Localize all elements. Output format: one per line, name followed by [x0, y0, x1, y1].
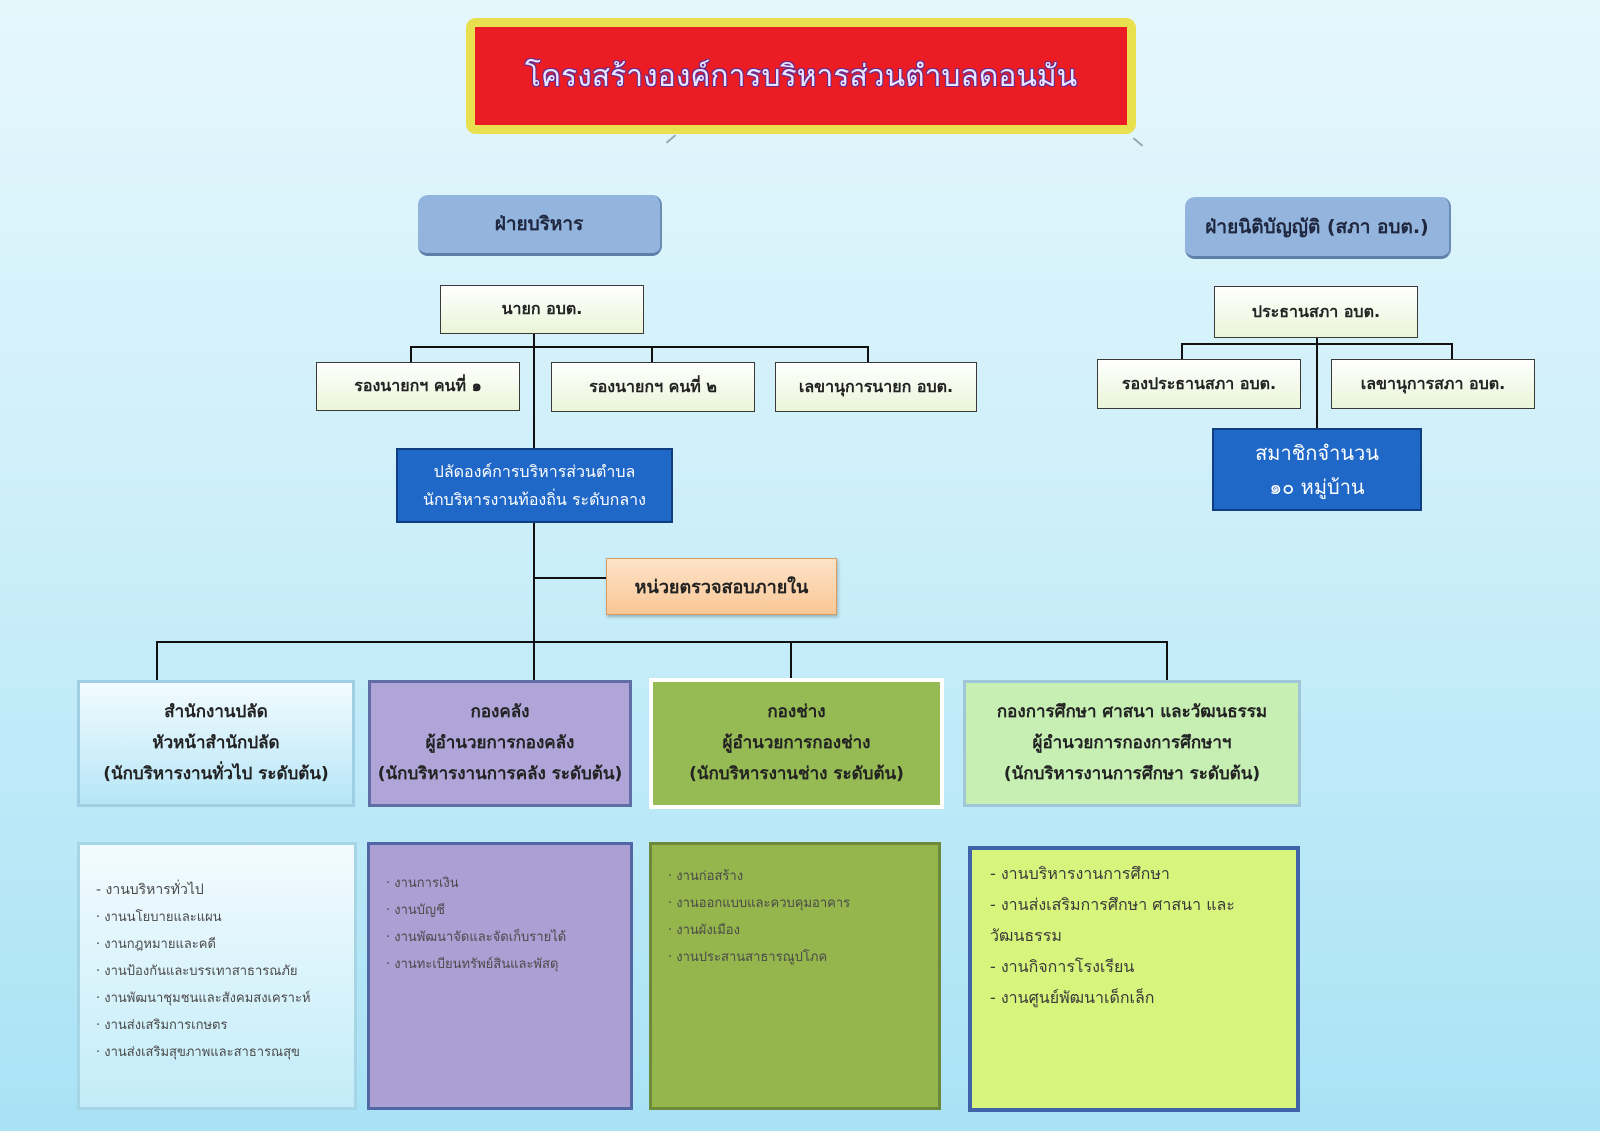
department-office-of-palad: สำนักงานปลัด หัวหน้าสำนักปลัด (นักบริหาร… — [77, 680, 355, 807]
palad-box: ปลัดองค์การบริหารส่วนตำบล นักบริหารงานท้… — [396, 448, 673, 523]
list-item: · งานบัญชี — [386, 903, 445, 918]
list-item: · งานป้องกันและบรรเทาสาธารณภัย — [96, 964, 298, 979]
list-item: · งานทะเบียนทรัพย์สินและพัสดุ — [386, 957, 559, 972]
deputy-mayor-2-box: รองนายกฯ คนที่ ๒ — [551, 362, 755, 412]
department-rank: (นักบริหารงานทั่วไป ระดับต้น) — [103, 764, 329, 784]
connector — [1181, 343, 1453, 345]
list-item: - งานศูนย์พัฒนาเด็กเล็ก — [990, 988, 1155, 1007]
list-item: · งานกฎหมายและคดี — [96, 937, 216, 952]
department-engineering: กองช่าง ผู้อำนวยการกองช่าง (นักบริหารงาน… — [649, 678, 944, 809]
list-item: · งานนโยบายและแผน — [96, 910, 222, 925]
connector — [533, 334, 535, 448]
title-decor-left — [665, 134, 677, 144]
list-item: - งานบริหารทั่วไป — [96, 882, 204, 898]
list-item: - งานส่งเสริมการศึกษา ศาสนา และ — [990, 895, 1235, 914]
department-head: ผู้อำนวยการกองการศึกษาฯ — [1032, 733, 1232, 753]
department-name: สำนักงานปลัด — [164, 702, 268, 722]
list-item: - งานบริหารงานการศึกษา — [990, 864, 1170, 883]
tasks-office-of-palad: - งานบริหารทั่วไป · งานนโยบายและแผน · งา… — [77, 842, 357, 1110]
department-rank: (นักบริหารงานช่าง ระดับต้น) — [689, 764, 904, 784]
list-item: · งานส่งเสริมสุขภาพและสาธารณสุข — [96, 1045, 300, 1060]
department-education: กองการศึกษา ศาสนา และวัฒนธรรม ผู้อำนวยกา… — [963, 680, 1301, 807]
connector — [1181, 343, 1183, 359]
members-count: ๑๐ หมู่บ้าน — [1269, 474, 1365, 499]
list-item: วัฒนธรรม — [990, 926, 1062, 945]
connector — [790, 641, 792, 680]
list-item: · งานผังเมือง — [668, 923, 740, 938]
department-rank: (นักบริหารงานการศึกษา ระดับต้น) — [1003, 764, 1261, 784]
mayor-box: นายก อบต. — [440, 285, 644, 334]
palad-rank: นักบริหารงานท้องถิ่น ระดับกลาง — [423, 489, 646, 509]
list-item: · งานประสานสาธารณูปโภค — [668, 950, 828, 965]
list-item: · งานพัฒนาจัดและจัดเก็บรายได้ — [386, 930, 567, 945]
tasks-education: - งานบริหารงานการศึกษา - งานส่งเสริมการศ… — [968, 846, 1300, 1112]
connector — [533, 523, 535, 686]
council-secretary-box: เลขานุการสภา อบต. — [1331, 359, 1535, 409]
department-name: กองคลัง — [470, 702, 530, 722]
connector — [1316, 338, 1318, 428]
connector — [410, 346, 412, 362]
mayor-secretary-box: เลขานุการนายก อบต. — [775, 362, 977, 412]
title-decor-right — [1132, 137, 1144, 147]
department-head: ผู้อำนวยการกองช่าง — [722, 733, 871, 753]
connector — [156, 641, 158, 680]
department-name: กองช่าง — [767, 702, 826, 722]
legislative-branch-header: ฝ่ายนิติบัญญัติ (สภา อบต.) — [1185, 197, 1451, 259]
department-rank: (นักบริหารงานการคลัง ระดับต้น) — [377, 764, 623, 784]
department-head: ผู้อำนวยการกองคลัง — [425, 733, 575, 753]
department-finance: กองคลัง ผู้อำนวยการกองคลัง (นักบริหารงาน… — [368, 680, 632, 807]
connector — [867, 346, 869, 362]
list-item: - งานกิจการโรงเรียน — [990, 957, 1135, 976]
connector — [156, 641, 1168, 643]
list-item: · งานพัฒนาชุมชนและสังคมสงเคราะห์ — [96, 991, 311, 1006]
list-item: · งานออกแบบและควบคุมอาคาร — [668, 896, 851, 911]
list-item: · งานส่งเสริมการเกษตร — [96, 1018, 228, 1033]
chart-title-frame: โครงสร้างองค์การบริหารส่วนตำบลดอนมัน — [466, 18, 1136, 134]
connector — [1166, 641, 1168, 680]
connector — [1451, 343, 1453, 359]
council-president-box: ประธานสภา อบต. — [1214, 286, 1418, 338]
list-item: · งานก่อสร้าง — [668, 869, 744, 884]
council-members-box: สมาชิกจำนวน ๑๐ หมู่บ้าน — [1212, 428, 1422, 511]
deputy-mayor-1-box: รองนายกฯ คนที่ ๑ — [316, 362, 520, 411]
connector — [651, 346, 653, 362]
executive-branch-header: ฝ่ายบริหาร — [418, 195, 662, 256]
council-vice-president-box: รองประธานสภา อบต. — [1097, 359, 1301, 409]
internal-audit-box: หน่วยตรวจสอบภายใน — [606, 558, 837, 615]
palad-title: ปลัดองค์การบริหารส่วนตำบล — [433, 461, 636, 481]
tasks-finance: · งานการเงิน · งานบัญชี · งานพัฒนาจัดและ… — [367, 842, 633, 1110]
department-name: กองการศึกษา ศาสนา และวัฒนธรรม — [996, 702, 1268, 722]
connector — [410, 346, 869, 348]
connector — [533, 577, 607, 579]
list-item: · งานการเงิน — [386, 876, 459, 891]
members-label: สมาชิกจำนวน — [1255, 440, 1379, 465]
chart-title: โครงสร้างองค์การบริหารส่วนตำบลดอนมัน — [475, 27, 1127, 125]
tasks-engineering: · งานก่อสร้าง · งานออกแบบและควบคุมอาคาร … — [649, 842, 941, 1110]
department-head: หัวหน้าสำนักปลัด — [152, 733, 280, 753]
